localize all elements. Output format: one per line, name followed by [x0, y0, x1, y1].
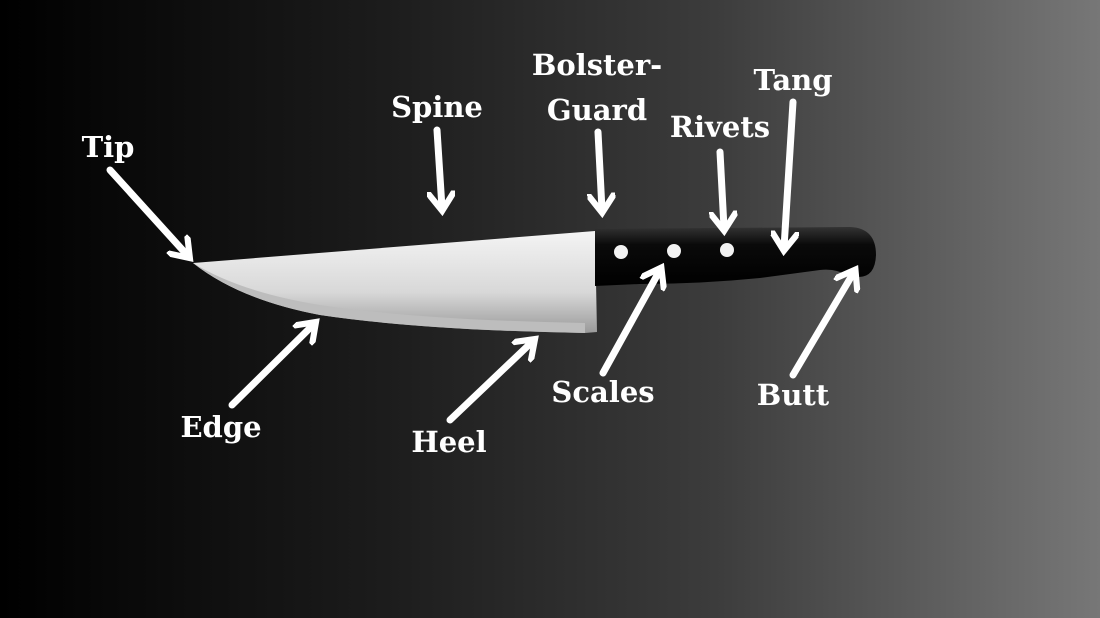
label-spine: Spine: [391, 90, 483, 124]
label-heel: Heel: [411, 425, 487, 459]
blade-edge-bevel: [193, 263, 585, 333]
butt-arrow: [789, 272, 854, 379]
rivets-arrow: [720, 148, 724, 228]
heel-arrow: [446, 341, 533, 424]
rivet: [614, 245, 628, 259]
spine-arrow: [437, 126, 442, 208]
label-butt: Butt: [756, 378, 830, 412]
knife: [193, 227, 876, 333]
label-scales: Scales: [551, 375, 655, 409]
bolster-arrow: [598, 128, 602, 210]
edge-arrow: [228, 324, 314, 409]
handle-scales: [595, 227, 876, 286]
label-tip: Tip: [81, 130, 135, 164]
scales-arrow: [599, 270, 660, 377]
label-edge: Edge: [180, 410, 262, 444]
label-rivets: Rivets: [669, 110, 771, 144]
rivet: [720, 243, 734, 257]
rivet: [667, 244, 681, 258]
label-bolster-line1: Bolster-: [531, 48, 663, 82]
label-tang: Tang: [753, 63, 833, 97]
label-bolster-line2: Guard: [546, 93, 648, 127]
tang-arrow: [784, 98, 793, 248]
tip-arrow: [106, 166, 188, 256]
